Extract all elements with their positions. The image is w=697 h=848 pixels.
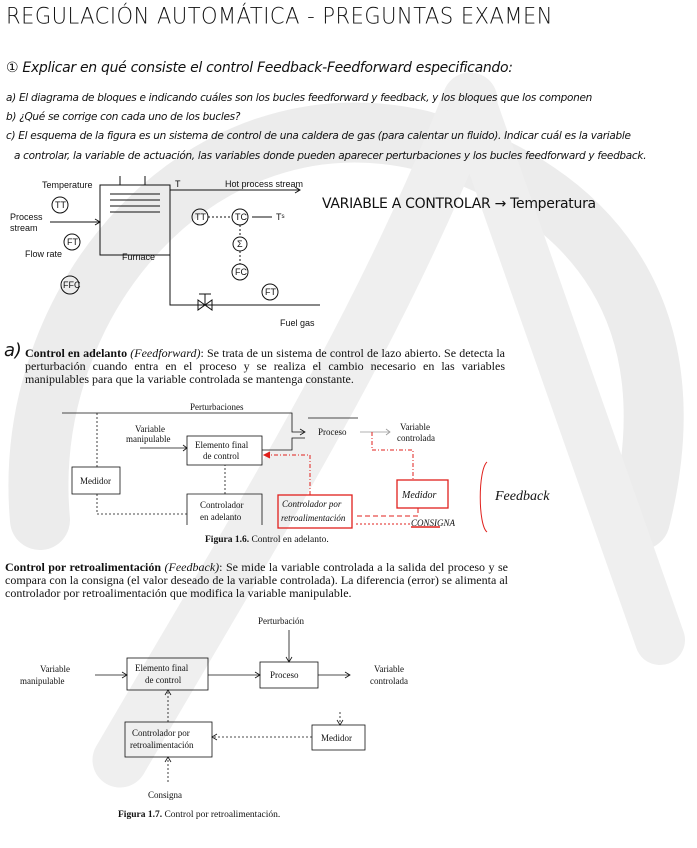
label-variable-controlada: Variable [400, 422, 430, 432]
figure-1-7-caption: Figura 1.7. Control por retroalimentació… [118, 810, 280, 820]
instrument-sum: Σ [237, 239, 243, 249]
instrument-tc: TC [235, 212, 247, 222]
label-fuel-gas: Fuel gas [280, 318, 315, 328]
red-block-controlador: Controlador por [282, 499, 342, 509]
label-variable-controlada: Variable [374, 664, 404, 674]
feedback-diagram: Perturbación Variable manipulable Elemen… [20, 616, 408, 800]
question-1b: b) ¿Qué se corrige con cada uno de los b… [6, 111, 241, 123]
red-label-consigna: CONSIGNA [411, 518, 456, 528]
label-flow-rate: Flow rate [25, 249, 62, 259]
feedback-text: : Se mide la variable controlada a la sa… [5, 560, 508, 600]
instrument-ft: FT [67, 237, 78, 247]
question-1: ① Explicar en qué consiste el control Fe… [6, 60, 513, 76]
red-label-feedback: Feedback [494, 489, 550, 504]
label-variable-manipulable-2: manipulable [20, 676, 65, 686]
block-medidor: Medidor [80, 476, 111, 486]
label-perturbaciones: Perturbaciones [190, 402, 244, 412]
block-controlador-adelanto: Controlador [200, 500, 244, 510]
question-1c-line1: c) El esquema de la figura es un sistema… [6, 130, 631, 142]
block-controlador-2: retroalimentación [130, 740, 194, 750]
label-consigna: Consigna [148, 790, 182, 800]
instrument-ffc: FFC [63, 280, 81, 290]
feedforward-heading: Control en adelanto [25, 346, 128, 360]
caption-text: Control por retroalimentación. [164, 810, 281, 820]
section-marker-a: a) [4, 340, 22, 361]
red-block-controlador-2: retroalimentación [281, 513, 346, 523]
feedback-heading: Control por retroalimentación [5, 560, 162, 574]
feedback-paragraph: Control por retroalimentación (Feedback)… [5, 561, 508, 600]
feedforward-text: : Se trata de un sistema de control de l… [25, 346, 505, 386]
feedforward-diagram: Perturbaciones Variable manipulable Elem… [62, 402, 550, 533]
label-perturbacion: Perturbación [258, 616, 304, 626]
label-variable-manipulable: Variable [40, 664, 70, 674]
label-furnace: Furnace [122, 252, 155, 262]
caption-label: Figura 1.7. [118, 810, 163, 820]
label-variable-manipulable-2: manipulable [126, 434, 171, 444]
answer-note: VARIABLE A CONTROLAR → Temperatura [322, 196, 596, 212]
instrument-ft-2: FT [265, 287, 276, 297]
label-hot-process-stream: Hot process stream [225, 179, 303, 189]
instrument-tt-2: TT [195, 212, 206, 222]
feedback-term: (Feedback) [164, 560, 220, 574]
block-controlador-adelanto-2: en adelanto [200, 512, 242, 522]
instrument-fc: FC [235, 267, 247, 277]
question-1c-line2: a controlar, la variable de actuación, l… [14, 150, 647, 162]
label-process-stream: Process [10, 212, 43, 222]
page-title: REGULACIÓN AUTOMÁTICA - PREGUNTAS EXAMEN [6, 3, 553, 29]
label-variable-manipulable: Variable [135, 424, 165, 434]
question-1a: a) El diagrama de bloques e indicando cu… [6, 92, 593, 104]
instrument-tt: TT [55, 200, 66, 210]
block-elemento-final: Elemento final [195, 440, 249, 450]
figure-1-6-caption: Figura 1.6. Control en adelanto. [205, 535, 329, 545]
feedforward-paragraph: Control en adelanto (Feedforward): Se tr… [25, 347, 505, 386]
block-elemento-final-2: de control [145, 675, 182, 685]
furnace-control-diagram: Temperature Process stream Flow rate Fur… [10, 176, 320, 328]
block-elemento-final: Elemento final [135, 663, 189, 673]
label-temperature: Temperature [42, 180, 93, 190]
block-proceso: Proceso [318, 427, 347, 437]
block-elemento-final-2: de control [203, 451, 240, 461]
block-proceso: Proceso [270, 670, 299, 680]
label-variable-controlada-2: controlada [397, 433, 435, 443]
label-variable-controlada-2: controlada [370, 676, 408, 686]
label-t: T [175, 179, 181, 189]
caption-text: Control en adelanto. [251, 535, 329, 545]
label-ts: Tˢ [276, 212, 285, 222]
block-medidor: Medidor [321, 733, 352, 743]
label-process-stream-2: stream [10, 223, 38, 233]
feedforward-term: (Feedforward) [130, 346, 201, 360]
caption-label: Figura 1.6. [205, 535, 250, 545]
block-controlador: Controlador por [132, 728, 190, 738]
red-block-medidor: Medidor [401, 490, 437, 501]
